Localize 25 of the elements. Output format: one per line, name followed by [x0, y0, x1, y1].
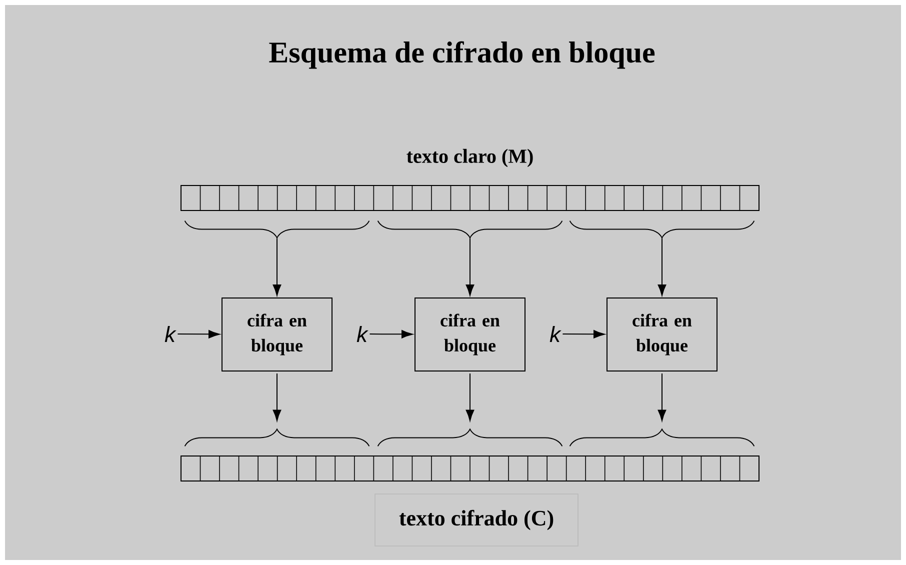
diagram-title: Esquema de cifrado en bloque: [269, 41, 655, 69]
arrow: [272, 373, 282, 422]
cipher-box: cifra en bloque: [222, 298, 332, 372]
key-label: k: [356, 326, 368, 342]
label-box: texto cifrado (C): [374, 494, 578, 546]
arrow: [177, 330, 220, 338]
arrow: [562, 330, 605, 338]
curly-brace: [377, 428, 563, 447]
arrow: [466, 238, 474, 296]
arrow: [369, 330, 413, 338]
curly-brace: [377, 220, 563, 238]
strip-heading: texto claro (M): [406, 148, 533, 168]
curly-brace: [569, 428, 755, 447]
arrow: [466, 373, 474, 422]
cipher-box: cifra en bloque: [414, 298, 526, 372]
cell-strip: [180, 456, 760, 482]
curly-brace: [184, 428, 370, 447]
arrow: [272, 238, 282, 296]
curly-brace: [184, 220, 370, 238]
key-label: k: [164, 326, 176, 342]
key-label: k: [550, 326, 562, 342]
curly-brace: [569, 220, 755, 238]
arrow: [658, 373, 666, 422]
cipher-box: cifra en bloque: [606, 298, 718, 372]
arrow: [658, 238, 666, 296]
